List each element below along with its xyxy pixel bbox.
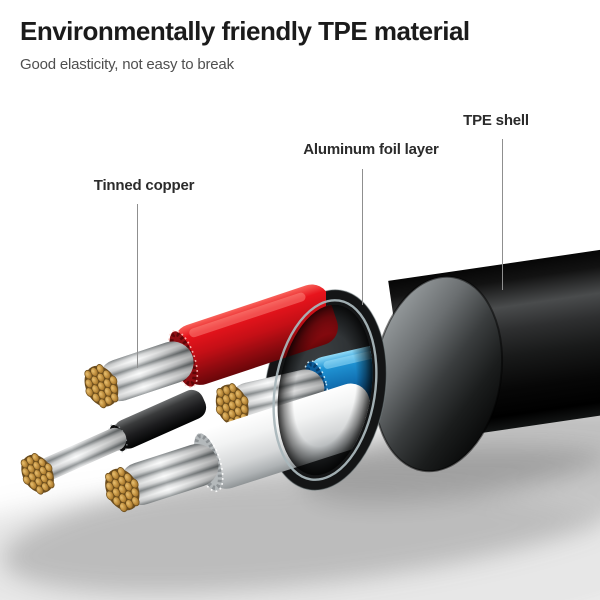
label-tinned-copper: Tinned copper <box>93 177 195 194</box>
wire-black <box>13 389 207 500</box>
wire-red <box>76 284 338 414</box>
tinned-copper-strands <box>34 427 127 482</box>
tinned-copper-strands <box>98 341 194 402</box>
label-tpe-shell: TPE shell <box>463 112 529 129</box>
label-aluminum-foil-layer: Aluminum foil layer <box>303 141 439 158</box>
tinned-copper-strands <box>119 444 219 506</box>
leader-line-tinned-copper <box>137 204 138 368</box>
leader-line-tpe-shell <box>502 139 503 290</box>
page-subtitle: Good elasticity, not easy to break <box>20 56 234 73</box>
aluminum-foil-ring <box>272 299 378 481</box>
page-title: Environmentally friendly TPE material <box>20 16 470 46</box>
cavity-inner-shadow <box>277 304 373 476</box>
ground-shadow <box>0 400 600 600</box>
leader-line-aluminum-foil <box>362 169 363 305</box>
